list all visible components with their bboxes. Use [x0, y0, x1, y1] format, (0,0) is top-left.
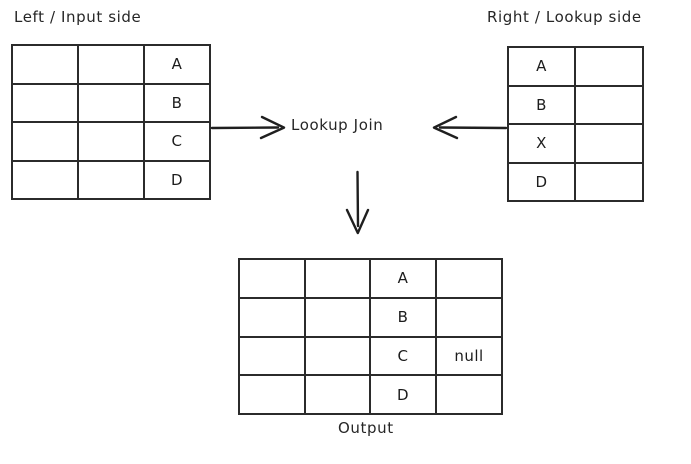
output-cell-r2c4: [435, 296, 503, 338]
right-key-cell-r2: B: [507, 84, 576, 125]
output-key-cell-r4: D: [369, 374, 437, 415]
table-row: A: [507, 46, 644, 87]
right-key-cell-r1: A: [507, 46, 576, 87]
output-cell-r4c2: [304, 374, 371, 415]
arrow-join-to-output-icon: [345, 170, 370, 235]
output-cell-r1c4: [435, 258, 503, 299]
left-input-table: A B C D: [11, 44, 211, 200]
right-side-title: Right / Lookup side: [487, 8, 642, 26]
left-cell-r3c2: [77, 121, 145, 162]
right-cell-r2c2: [574, 84, 644, 125]
left-cell-r1c2: [77, 44, 145, 85]
left-cell-r3c1: [11, 121, 79, 162]
left-key-cell-r3: C: [143, 121, 211, 162]
output-cell-r2c1: [238, 296, 306, 338]
output-cell-r1c1: [238, 258, 306, 299]
table-row: C: [11, 121, 211, 162]
table-row: D: [11, 159, 211, 200]
left-cell-r1c1: [11, 44, 79, 85]
arrow-right-to-join-icon: [432, 115, 508, 140]
arrow-left-to-join-icon: [210, 115, 286, 140]
right-cell-r4c2: [574, 161, 644, 202]
left-cell-r4c1: [11, 159, 79, 200]
left-key-cell-r4: D: [143, 159, 211, 200]
table-row: X: [507, 123, 644, 164]
table-row: A: [11, 44, 211, 85]
left-cell-r2c2: [77, 82, 145, 123]
table-row: B: [238, 296, 503, 338]
output-key-cell-r1: A: [369, 258, 437, 299]
table-row: C null: [238, 335, 503, 377]
table-row: B: [507, 84, 644, 125]
lookup-join-label: Lookup Join: [291, 116, 384, 134]
left-side-title: Left / Input side: [14, 8, 142, 26]
output-cell-r4c4: [435, 374, 503, 415]
right-cell-r1c2: [574, 46, 644, 87]
left-key-cell-r1: A: [143, 44, 211, 85]
right-key-cell-r4: D: [507, 161, 576, 202]
output-cell-r2c2: [304, 296, 371, 338]
left-cell-r4c2: [77, 159, 145, 200]
output-null-cell-r3: null: [435, 335, 503, 377]
table-row: D: [238, 374, 503, 415]
right-key-cell-r3: X: [507, 123, 576, 164]
output-label: Output: [338, 419, 394, 437]
output-cell-r3c1: [238, 335, 306, 377]
left-key-cell-r2: B: [143, 82, 211, 123]
output-table: A B C null D: [238, 258, 503, 415]
output-key-cell-r3: C: [369, 335, 437, 377]
table-row: D: [507, 161, 644, 202]
output-cell-r3c2: [304, 335, 371, 377]
left-cell-r2c1: [11, 82, 79, 123]
right-table-body: A B X D: [507, 46, 644, 202]
output-key-cell-r2: B: [369, 296, 437, 338]
output-cell-r4c1: [238, 374, 306, 415]
left-table-body: A B C D: [11, 44, 211, 200]
table-row: B: [11, 82, 211, 123]
right-cell-r3c2: [574, 123, 644, 164]
output-table-body: A B C null D: [238, 258, 503, 415]
right-lookup-table: A B X D: [507, 46, 644, 202]
table-row: A: [238, 258, 503, 299]
output-cell-r1c2: [304, 258, 371, 299]
